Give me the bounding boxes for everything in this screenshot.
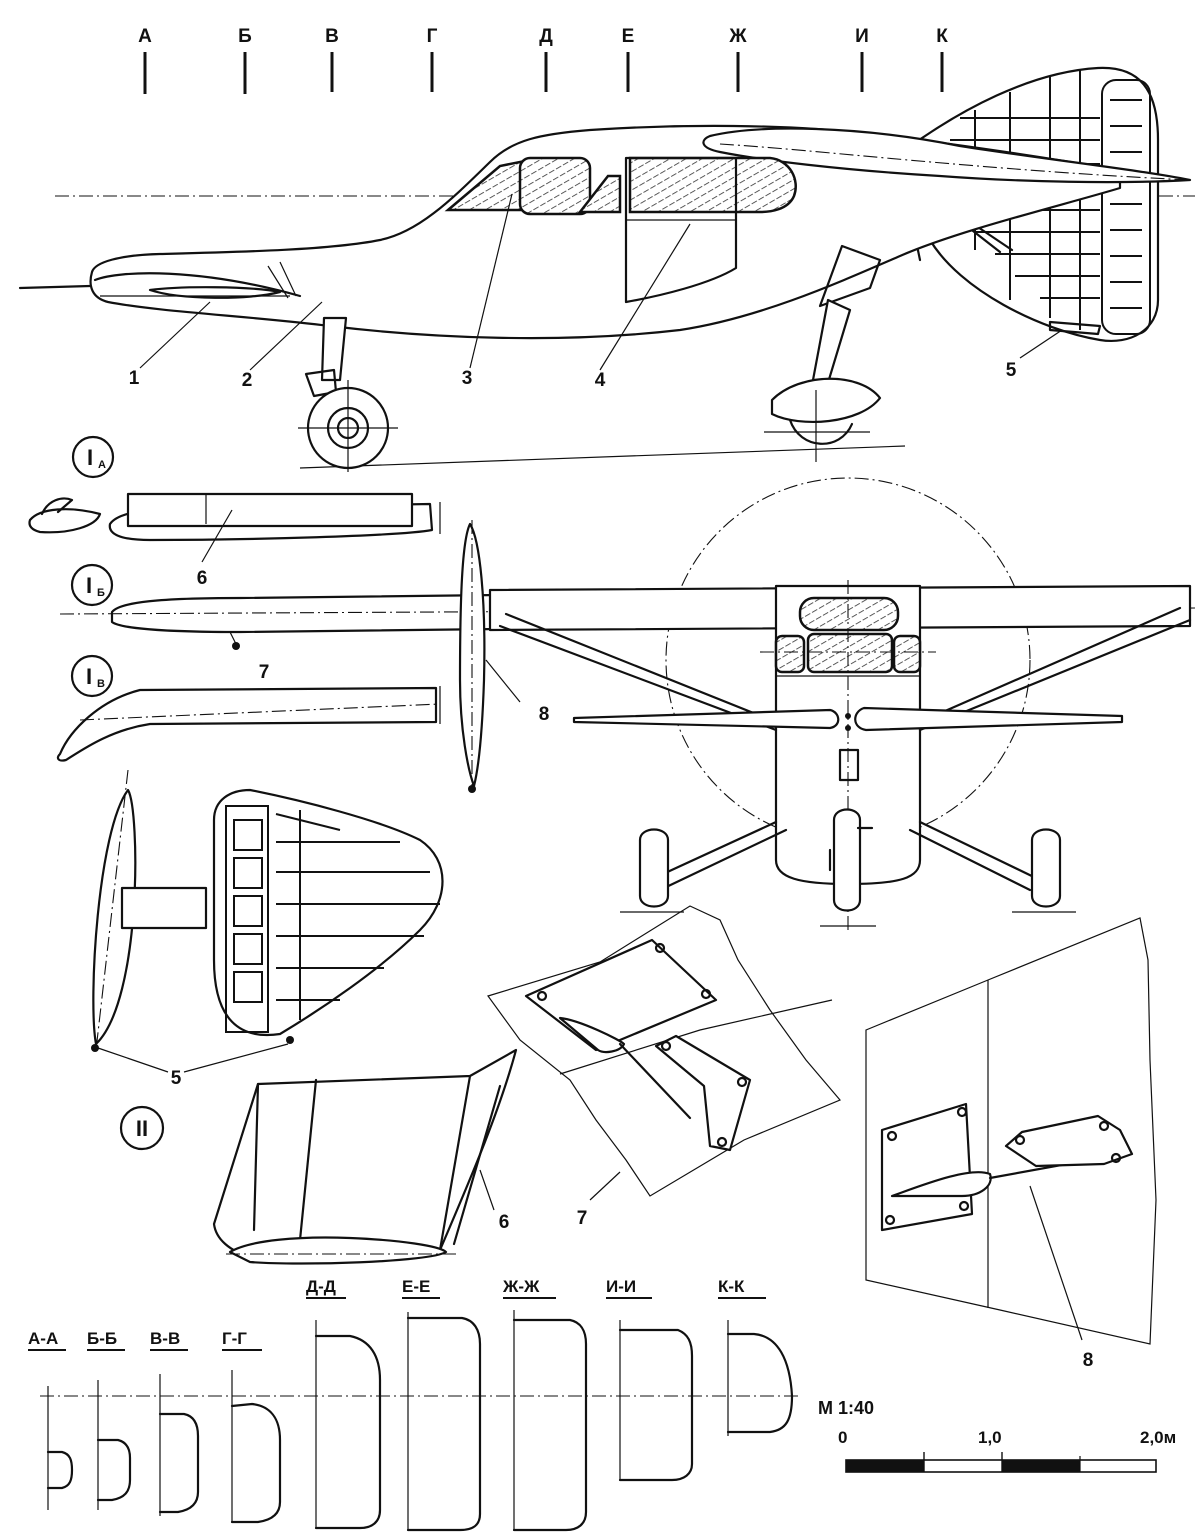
station-v-label: В xyxy=(325,26,339,47)
variant-ib-drawing: 7 8 xyxy=(59,520,1196,793)
variant-ib-sub: Б xyxy=(97,587,105,599)
variant-ii-roman: II xyxy=(136,1116,148,1141)
station-g-label: Г xyxy=(427,26,438,47)
cabin-window xyxy=(628,156,797,214)
section-v-label: В-В xyxy=(150,1329,180,1348)
section-a: А-А xyxy=(28,1329,74,1510)
variant-ia-roman: I xyxy=(87,445,93,470)
scale-tick-1: 1,0 xyxy=(978,1428,1002,1447)
station-b-label: Б xyxy=(238,26,252,47)
front-view xyxy=(488,477,1192,934)
section-zh: Ж-Ж xyxy=(502,1277,588,1532)
scale-bar: М 1:40 0 1,0 2,0м xyxy=(818,1398,1176,1473)
section-d: Д-Д xyxy=(306,1277,382,1530)
variant-ii: II xyxy=(119,1105,165,1151)
callout-1: 1 xyxy=(129,368,140,389)
variant-ia-drawing: 6 xyxy=(28,492,441,589)
callout-2: 2 xyxy=(242,370,253,391)
variant-iv-drawing xyxy=(56,686,441,762)
quarter-window xyxy=(577,174,622,214)
section-k-label: К-К xyxy=(718,1277,745,1296)
callout-4: 4 xyxy=(595,370,606,391)
variant-iv: I В xyxy=(70,654,114,698)
variant-iv-sub: В xyxy=(97,678,105,690)
station-k: К xyxy=(936,26,948,92)
section-b-label: Б-Б xyxy=(87,1329,117,1348)
section-a-label: А-А xyxy=(28,1329,58,1348)
variant-ia-sub: А xyxy=(98,459,106,471)
callout-8b: 8 xyxy=(1083,1350,1094,1371)
station-k-label: К xyxy=(936,26,948,47)
section-i: И-И xyxy=(606,1277,694,1482)
callout-6: 6 xyxy=(197,568,208,589)
scale-tick-0: 0 xyxy=(838,1428,847,1447)
station-e: Е xyxy=(622,26,635,92)
section-g: Г-Г xyxy=(222,1329,282,1524)
section-i-label: И-И xyxy=(606,1277,636,1296)
detail-7: 7 xyxy=(487,905,841,1229)
station-e-label: Е xyxy=(622,26,635,47)
variant-iv-roman: I xyxy=(86,664,92,689)
station-g: Г xyxy=(427,26,438,92)
variant-ib: I Б xyxy=(70,563,114,607)
section-e: Е-Е xyxy=(402,1277,482,1532)
variant-ib-roman: I xyxy=(86,573,92,598)
side-view: 1 2 3 4 5 xyxy=(18,66,1195,472)
callout-5b: 5 xyxy=(171,1068,182,1089)
section-g-label: Г-Г xyxy=(222,1329,247,1348)
scale-tick-2: 2,0м xyxy=(1140,1428,1176,1447)
callout-8: 8 xyxy=(539,704,550,725)
section-v: В-В xyxy=(150,1329,200,1516)
station-a-label: А xyxy=(138,26,152,47)
callout-7b: 7 xyxy=(577,1208,588,1229)
station-b: Б xyxy=(238,26,252,94)
scale-title: М 1:40 xyxy=(818,1398,874,1418)
station-zh: Ж xyxy=(728,26,747,92)
section-zh-label: Ж-Ж xyxy=(502,1277,540,1296)
callout-7: 7 xyxy=(259,662,270,683)
tail-detail: 5 xyxy=(91,769,444,1089)
front-top-window xyxy=(798,596,900,632)
variant-ia: I А xyxy=(71,435,115,479)
callout-3: 3 xyxy=(462,368,473,389)
station-zh-label: Ж xyxy=(728,26,747,47)
section-b: Б-Б xyxy=(87,1329,132,1510)
detail-8: 8 xyxy=(865,917,1157,1371)
section-k: К-К xyxy=(718,1277,794,1436)
station-markers: А Б В Г Д Е Ж И xyxy=(138,26,948,94)
section-e-label: Е-Е xyxy=(402,1277,430,1296)
cross-sections: А-А Б-Б В-В Г-Г Д-Д xyxy=(28,1277,800,1532)
front-window xyxy=(518,156,592,216)
station-d: Д xyxy=(539,26,553,92)
station-d-label: Д xyxy=(539,26,553,47)
station-i-label: И xyxy=(855,26,869,47)
callout-6b: 6 xyxy=(499,1212,510,1233)
station-a: А xyxy=(138,26,152,94)
callout-5: 5 xyxy=(1006,360,1017,381)
station-i: И xyxy=(855,26,869,92)
variant-ii-drawing: 6 xyxy=(212,1048,518,1265)
station-v: В xyxy=(325,26,339,92)
section-d-label: Д-Д xyxy=(306,1277,336,1296)
